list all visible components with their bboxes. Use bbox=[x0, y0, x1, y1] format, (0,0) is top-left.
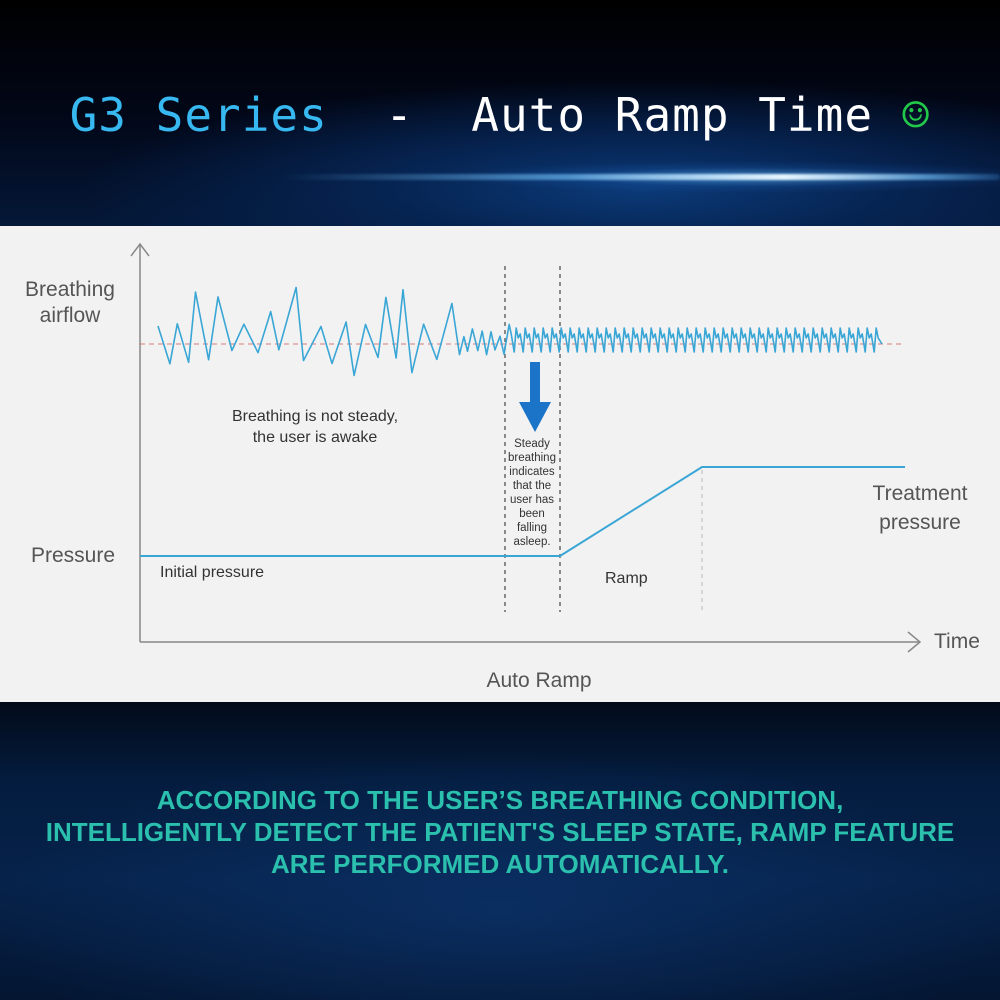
ramp-label: Ramp bbox=[605, 570, 648, 587]
awake-note-line1: Breathing is not steady, bbox=[232, 408, 398, 425]
title-series: G3 Series bbox=[69, 88, 328, 142]
pressure-line bbox=[140, 466, 905, 557]
footer-line-1: ACCORDING TO THE USER’S BREATHING CONDIT… bbox=[156, 785, 844, 815]
asleep-note-line8: asleep. bbox=[513, 536, 550, 548]
footer-description: ACCORDING TO THE USER’S BREATHING CONDIT… bbox=[0, 784, 1000, 880]
initial-pressure-label: Initial pressure bbox=[160, 564, 264, 581]
asleep-note-line4: that the bbox=[513, 480, 551, 492]
asleep-note-line1: Steady bbox=[514, 438, 550, 450]
title-feature: Auto Ramp Time bbox=[471, 88, 874, 142]
title-separator: - bbox=[327, 88, 472, 142]
asleep-note-line6: been bbox=[519, 508, 545, 520]
diagram-panel bbox=[0, 226, 1000, 702]
smiley-icon: ☺ bbox=[901, 88, 931, 142]
light-beam bbox=[280, 174, 1000, 180]
auto-ramp-diagram: Breathing airflow Pressure Time Auto Ram… bbox=[25, 242, 980, 692]
diagram-caption: Auto Ramp bbox=[486, 669, 591, 692]
asleep-note-line3: indicates bbox=[509, 466, 555, 478]
footer-glow bbox=[0, 702, 1000, 1000]
airflow-waveform bbox=[157, 286, 883, 377]
footer-line-3: ARE PERFORMED AUTOMATICALLY. bbox=[271, 849, 729, 879]
asleep-note-line2: breathing bbox=[508, 452, 556, 464]
awake-note-line2: the user is awake bbox=[253, 429, 378, 446]
footer-line-2: INTELLIGENTLY DETECT THE PATIENT'S SLEEP… bbox=[45, 817, 955, 847]
x-axis-label-time: Time bbox=[934, 630, 980, 653]
treatment-label-line1: Treatment bbox=[873, 482, 968, 505]
page-title: G3 Series - Auto Ramp Time ☺ bbox=[0, 88, 1000, 142]
y-label-pressure: Pressure bbox=[31, 544, 115, 567]
y-axis-arrow bbox=[130, 242, 150, 257]
asleep-note-line7: falling bbox=[517, 522, 547, 534]
x-axis-arrow bbox=[907, 631, 922, 653]
y-label-airflow-line2: airflow bbox=[40, 304, 102, 327]
asleep-note: Steady breathing indicates that the user… bbox=[508, 438, 556, 548]
treatment-label-line2: pressure bbox=[879, 511, 961, 534]
asleep-note-line5: user has bbox=[510, 494, 554, 506]
y-label-airflow-line1: Breathing bbox=[25, 278, 115, 301]
down-arrow-icon bbox=[519, 362, 551, 432]
